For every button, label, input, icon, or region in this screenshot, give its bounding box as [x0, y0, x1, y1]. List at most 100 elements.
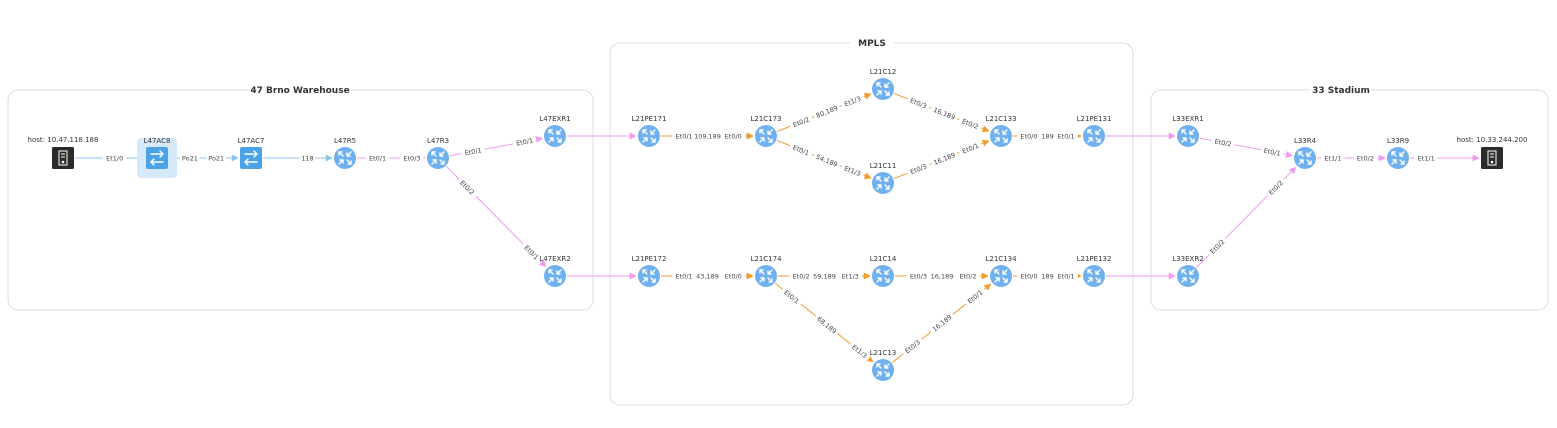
group-title: 47 Brno Warehouse — [250, 86, 349, 96]
interface-label: 43,189 — [696, 272, 719, 280]
interface-label: 59,189 — [813, 272, 836, 280]
router-arrows-icon — [1298, 151, 1312, 165]
router-icon — [1083, 125, 1105, 147]
node-label: L33R4 — [1294, 137, 1317, 145]
node-host1[interactable]: host: 10.47.118.188 — [28, 136, 99, 169]
router-arrows-icon — [876, 269, 890, 283]
node-host2[interactable]: host: 10.33.244.200 — [1457, 136, 1528, 169]
interface-label: 189 — [1041, 132, 1053, 140]
node-label: L33R9 — [1387, 137, 1409, 145]
link-label: 54,189 — [812, 151, 842, 170]
node-L21C174[interactable]: L21C174 — [750, 255, 782, 287]
router-icon — [755, 265, 777, 287]
interface-label: Et0/1 — [676, 272, 693, 280]
group-title: 33 Stadium — [1312, 86, 1370, 96]
router-icon — [755, 125, 777, 147]
link-label: Et1/3 — [839, 162, 866, 180]
node-L47R3[interactable]: L47R3 — [427, 137, 449, 169]
link-label: Et0/0 — [1017, 131, 1041, 141]
interface-label: Et0/1 — [676, 132, 693, 140]
node-label: L21PE172 — [632, 255, 667, 263]
link-label: 189 — [1039, 271, 1056, 281]
interface-label: Et0/3 — [403, 154, 420, 162]
router-arrows-icon — [1087, 269, 1101, 283]
link-label: Et0/2 — [1210, 136, 1236, 150]
interface-label: Et0/3 — [909, 97, 928, 111]
link-label: Et0/2 — [1353, 153, 1378, 163]
node-label: L47AC7 — [238, 137, 265, 145]
node-label: L47R5 — [334, 137, 356, 145]
node-L21C13[interactable]: L21C13 — [870, 349, 897, 381]
server-glyph-icon — [58, 150, 68, 166]
router-arrows-icon — [994, 129, 1008, 143]
router-icon — [872, 265, 894, 287]
link-label: Et0/3 — [905, 94, 931, 112]
node-L47AC7[interactable]: L47AC7 — [238, 137, 265, 169]
router-arrows-icon — [1181, 129, 1195, 143]
node-L21PE172[interactable]: L21PE172 — [632, 255, 667, 287]
link-label: Et0/1 — [1054, 131, 1078, 141]
interface-label: Et1/3 — [843, 95, 862, 109]
link-label: Po21 — [206, 153, 226, 163]
node-label: L47EXR1 — [539, 115, 570, 123]
node-L21PE132[interactable]: L21PE132 — [1077, 255, 1112, 287]
server-icon — [52, 147, 74, 169]
node-L47R5[interactable]: L47R5 — [334, 137, 356, 169]
switch-arrows-icon — [244, 150, 258, 166]
interface-label: Et0/1 — [961, 142, 980, 156]
group-title: MPLS — [858, 39, 886, 49]
interface-label: Et0/0 — [1020, 132, 1037, 140]
link-label: 16,189 — [928, 271, 956, 281]
node-L21C12[interactable]: L21C12 — [870, 68, 897, 100]
router-arrows-icon — [994, 269, 1008, 283]
link-label: Et0/3 — [906, 271, 931, 281]
interface-label: 68,189 — [815, 315, 838, 335]
node-label: L47R3 — [427, 137, 449, 145]
node-L47AC8[interactable]: L47AC8 — [137, 137, 177, 178]
node-L47EXR2[interactable]: L47EXR2 — [539, 255, 571, 287]
node-L33EXR1[interactable]: L33EXR1 — [1172, 115, 1204, 147]
node-L21PE171[interactable]: L21PE171 — [632, 115, 667, 147]
node-L21PE131[interactable]: L21PE131 — [1077, 115, 1112, 147]
node-L21C14[interactable]: L21C14 — [870, 255, 897, 287]
router-arrows-icon — [759, 129, 773, 143]
node-L33R4[interactable]: L33R4 — [1294, 137, 1317, 169]
node-label: L21C134 — [985, 255, 1017, 263]
router-icon — [872, 78, 894, 100]
node-L21C134[interactable]: L21C134 — [985, 255, 1017, 287]
node-L33EXR2[interactable]: L33EXR2 — [1172, 255, 1204, 287]
interface-label: Et0/3 — [910, 272, 927, 280]
node-L33R9[interactable]: L33R9 — [1387, 137, 1409, 169]
router-arrows-icon — [548, 129, 562, 143]
link-label: Et0/2 — [788, 113, 814, 131]
router-arrows-icon — [876, 363, 890, 377]
node-L47EXR1[interactable]: L47EXR1 — [539, 115, 571, 147]
interface-label: Et0/0 — [1020, 272, 1037, 280]
router-arrows-icon — [1087, 129, 1101, 143]
node-L21C11[interactable]: L21C11 — [870, 162, 897, 194]
router-icon — [990, 125, 1012, 147]
link-label: Et1/3 — [847, 340, 872, 363]
router-icon — [990, 265, 1012, 287]
interface-label: Et1/0 — [106, 154, 123, 162]
router-arrows-icon — [431, 151, 445, 165]
router-arrows-icon — [759, 269, 773, 283]
node-L21C133[interactable]: L21C133 — [985, 115, 1017, 147]
router-icon — [638, 265, 660, 287]
node-L21C173[interactable]: L21C173 — [750, 115, 782, 147]
link-label: Et1/1 — [1414, 153, 1438, 163]
nodes-layer: host: 10.47.118.188 L47AC8 L47AC7 L47R5 L47R… — [28, 68, 1528, 381]
group-box — [1150, 89, 1549, 311]
interface-label: Et0/1 — [515, 137, 533, 148]
link-label: Et0/0 — [1017, 271, 1041, 281]
link-label: Et0/0 — [721, 131, 745, 141]
interface-label: Et0/2 — [792, 115, 811, 129]
interface-label: Et0/2 — [959, 272, 976, 280]
link-label: Et0/1 — [1259, 145, 1285, 159]
interface-label: 16,189 — [931, 272, 954, 280]
interface-label: 16,189 — [931, 313, 954, 333]
router-icon — [872, 172, 894, 194]
link-label: Et0/2 — [1264, 175, 1288, 200]
link-label: Et1/1 — [1321, 153, 1345, 163]
router-icon — [1177, 125, 1199, 147]
